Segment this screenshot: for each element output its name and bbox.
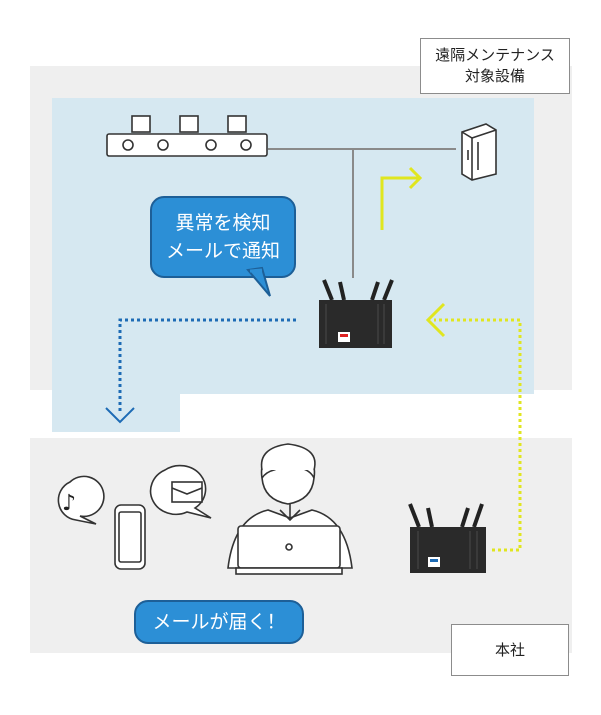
headquarters-label: 本社: [451, 624, 569, 676]
mail-notification-path: [105, 318, 296, 424]
music-note-icon: ♪: [57, 475, 105, 525]
headquarters-label-text: 本社: [494, 640, 525, 659]
alert-bubble-line2: メールで通知: [165, 240, 280, 262]
network-wiring: [268, 148, 456, 278]
router-icon-hq: [408, 503, 486, 573]
mail-arrives-text: メールが届く！: [152, 611, 286, 633]
envelope-icon: [149, 464, 212, 519]
alert-bubble-line1: 異常を検知: [175, 212, 271, 234]
remote-site-label-line2: 対象設備: [464, 67, 525, 85]
arrow-up-right-icon: [380, 166, 423, 230]
router-icon: [319, 279, 394, 348]
remote-site-label: 遠隔メンテナンス 対象設備: [420, 38, 570, 94]
alert-notification-bubble: 異常を検知 メールで通知: [150, 196, 296, 278]
svg-text:♪: ♪: [62, 491, 76, 516]
conveyor-icon: [106, 115, 268, 157]
smartphone-icon: [114, 504, 146, 570]
server-icon: [461, 123, 497, 181]
remote-site-label-line1: 遠隔メンテナンス: [435, 46, 555, 64]
remote-access-path: [425, 302, 522, 552]
mail-arrives-bubble: メールが届く！: [134, 600, 304, 644]
person-laptop-icon: [227, 443, 353, 575]
remote-site-area-tab: [52, 390, 180, 432]
